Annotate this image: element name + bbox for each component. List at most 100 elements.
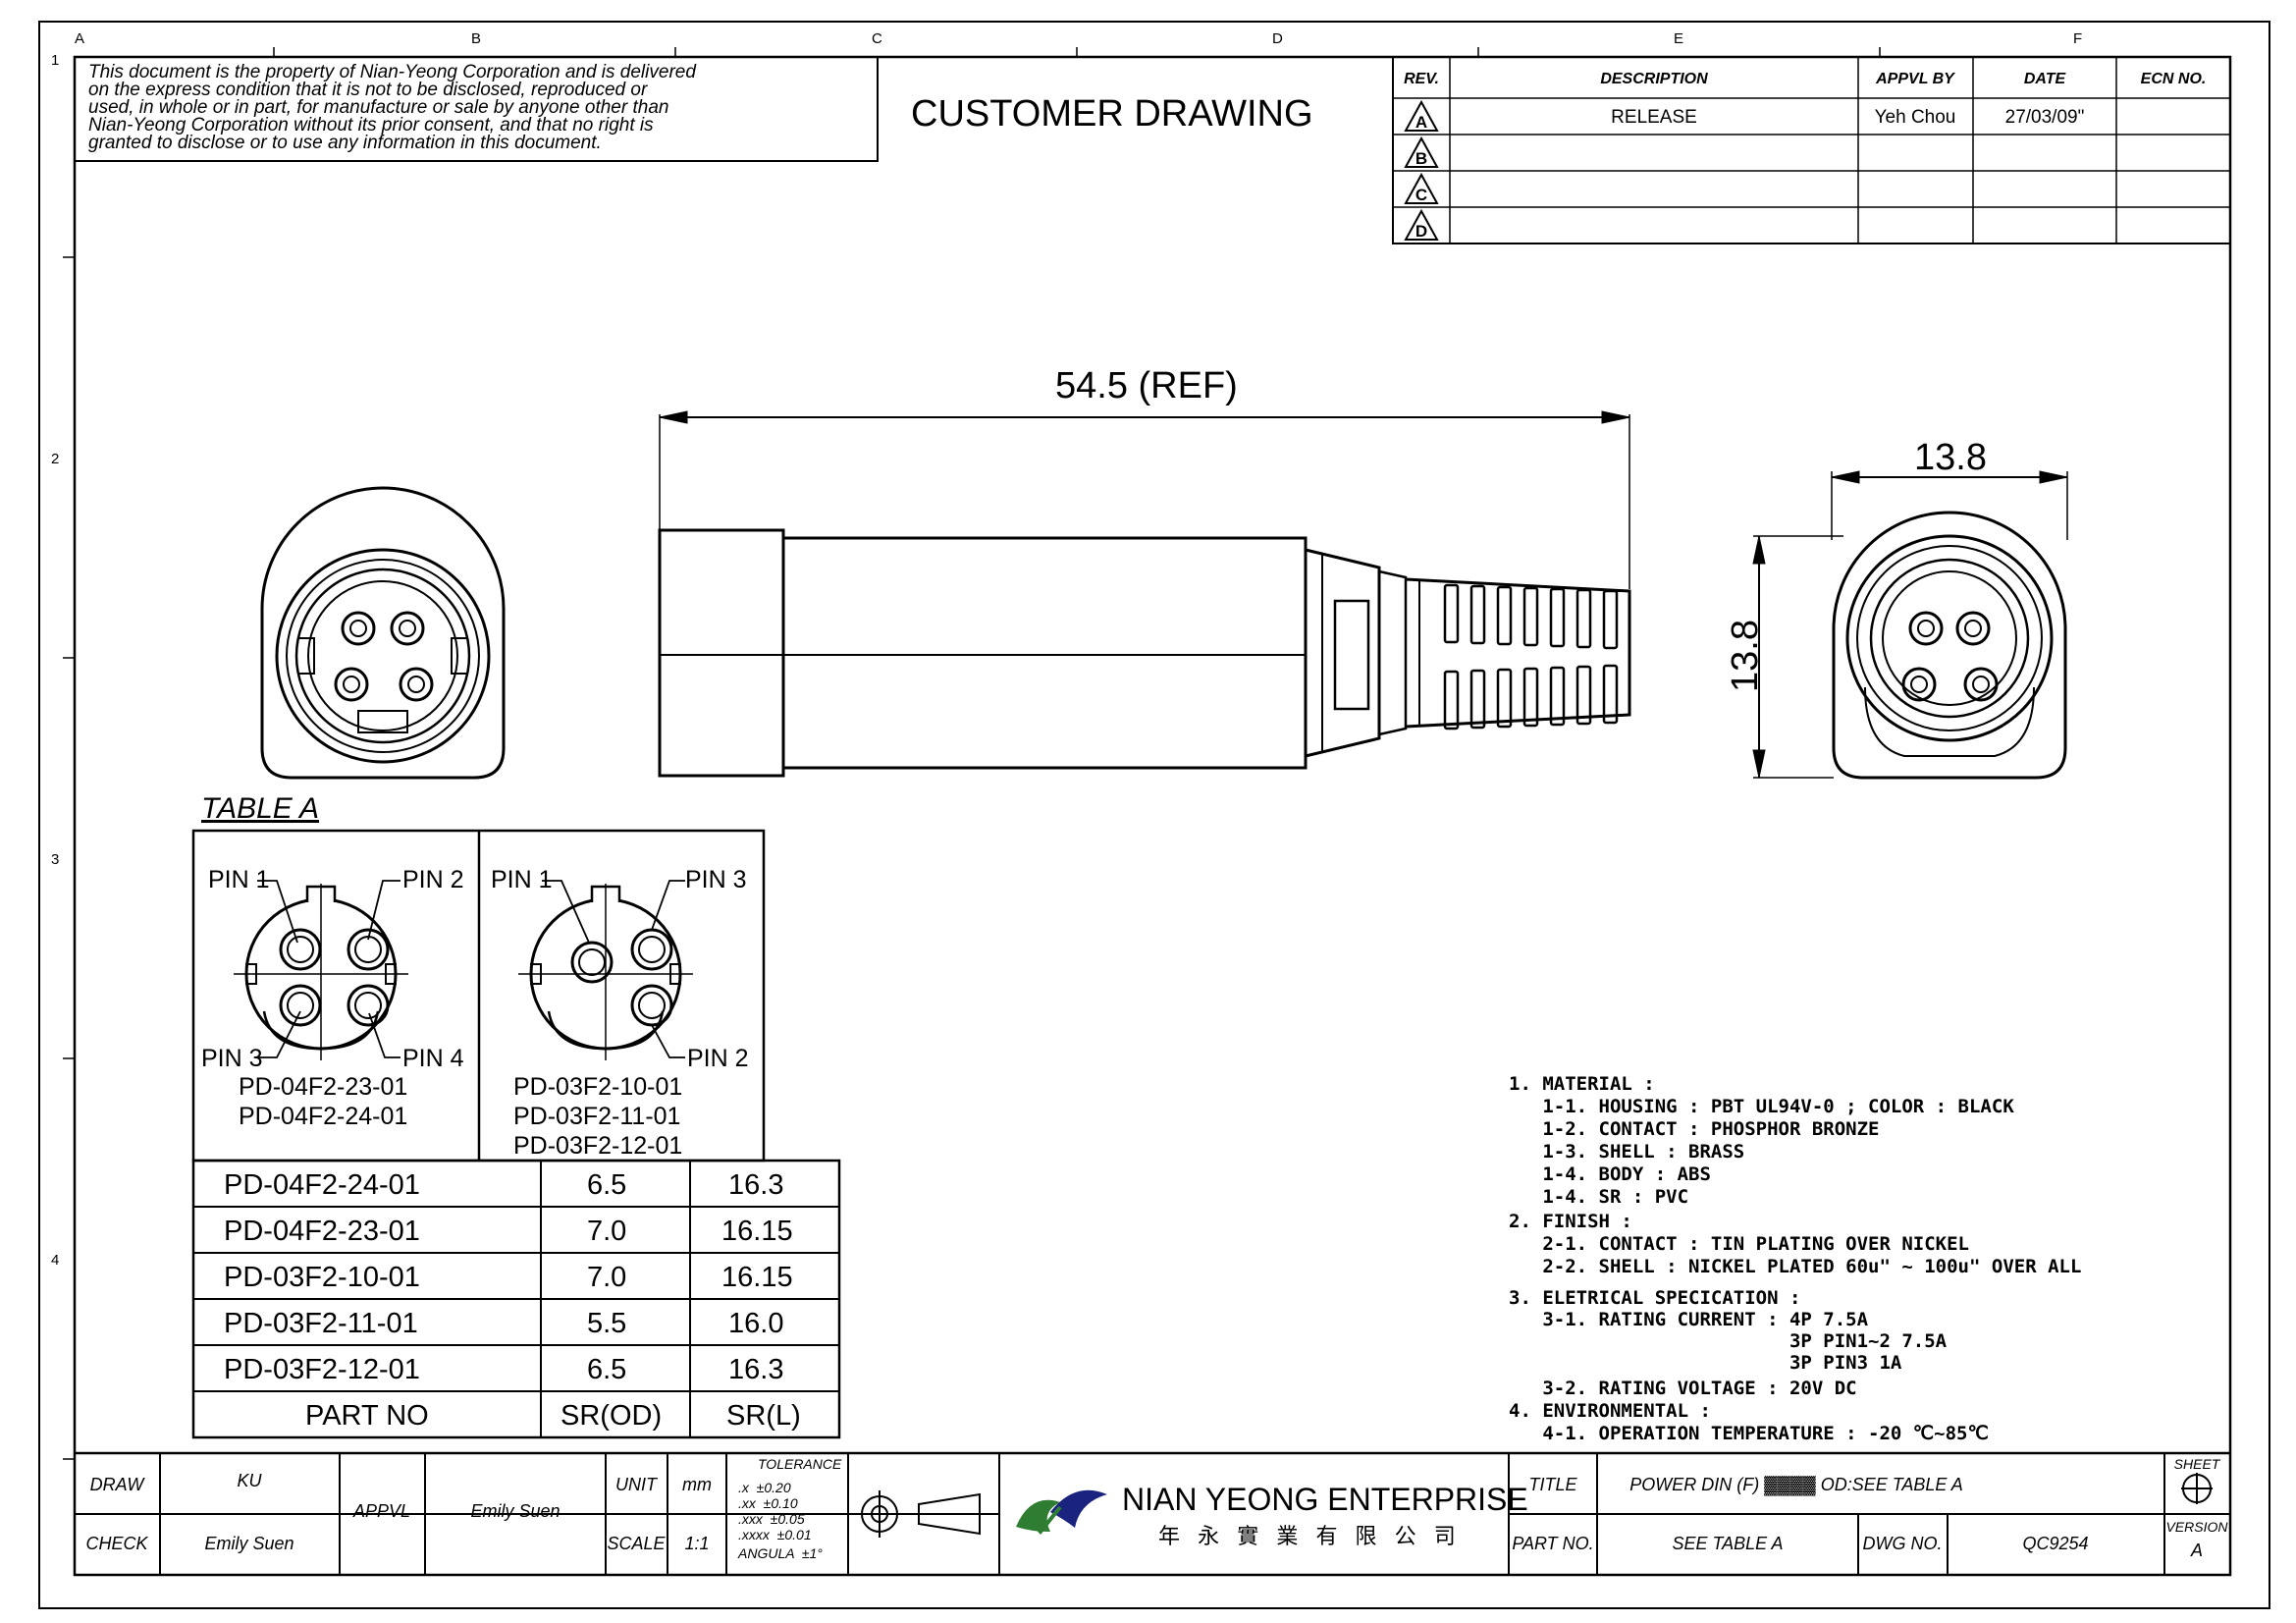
table-row-4-l: 16.0 bbox=[728, 1308, 783, 1339]
svg-text:4. ENVIRONMENTAL :: 4. ENVIRONMENTAL : bbox=[1509, 1400, 1711, 1422]
description-header: DESCRIPTION bbox=[1600, 71, 1708, 87]
dwg-no-value: QC9254 bbox=[2022, 1534, 2088, 1553]
svg-text:4-1. OPERATION TEMPERATURE : -: 4-1. OPERATION TEMPERATURE : -20 ℃~85℃ bbox=[1509, 1423, 1989, 1444]
title-value: POWER DIN (F) ▓▓▓▓ OD:SEE TABLE A bbox=[1629, 1475, 1963, 1496]
svg-text:1-1. HOUSING : PBT UL94V-0 ; C: 1-1. HOUSING : PBT UL94V-0 ; COLOR : BLA… bbox=[1509, 1096, 2014, 1117]
pin-3-label: PIN 3 bbox=[201, 1045, 263, 1072]
appvl-label: APPVL bbox=[352, 1501, 410, 1521]
rev-a-marker: A bbox=[1415, 113, 1427, 132]
table-row-3-l: 16.15 bbox=[721, 1262, 793, 1293]
table-footer-part-no: PART NO bbox=[305, 1400, 429, 1432]
col-label-e: E bbox=[1674, 30, 1683, 47]
inner-border bbox=[73, 55, 2232, 1577]
pinout-3p-part-2: PD-03F2-11-01 bbox=[513, 1103, 680, 1130]
part-no-value: SEE TABLE A bbox=[1672, 1534, 1783, 1553]
svg-text:1-4. BODY : ABS: 1-4. BODY : ABS bbox=[1509, 1163, 1711, 1185]
svg-text:.x ±0.20: .x ±0.20 bbox=[738, 1480, 791, 1495]
connector-front-view-left bbox=[260, 486, 506, 780]
row-label-1: 1 bbox=[51, 52, 59, 69]
table-row-4-part: PD-03F2-11-01 bbox=[224, 1308, 418, 1339]
connector-front-view-right bbox=[1752, 470, 2068, 780]
pinout-3p-part-1: PD-03F2-10-01 bbox=[513, 1073, 682, 1101]
pinout-4p-part-1: PD-04F2-23-01 bbox=[239, 1073, 407, 1101]
connector-side-view bbox=[658, 410, 1631, 778]
version-value: A bbox=[2190, 1541, 2203, 1560]
svg-text:.xx ±0.10: .xx ±0.10 bbox=[738, 1495, 798, 1511]
col-label-a: A bbox=[75, 30, 84, 47]
tolerance-title: TOLERANCE bbox=[758, 1456, 842, 1472]
svg-text:1-4. SR : PVC: 1-4. SR : PVC bbox=[1509, 1186, 1688, 1208]
company-name: NIAN YEONG ENTERPRISE bbox=[1122, 1482, 1528, 1517]
col-label-d: D bbox=[1272, 30, 1283, 47]
table-row-5-od: 6.5 bbox=[587, 1354, 626, 1385]
table-a-data-grid bbox=[191, 1159, 841, 1439]
length-dimension-label: 54.5 (REF) bbox=[1055, 365, 1238, 406]
svg-text:3P PIN1~2 7.5A: 3P PIN1~2 7.5A bbox=[1509, 1330, 1948, 1352]
row-label-2: 2 bbox=[51, 451, 59, 467]
rev-a-appvl-by: Yeh Chou bbox=[1875, 107, 1956, 128]
table-row-3-part: PD-03F2-10-01 bbox=[224, 1262, 420, 1293]
rev-d-marker: D bbox=[1415, 222, 1427, 241]
svg-text:Nian-Yeong Corporation without: Nian-Yeong Corporation without its prior… bbox=[88, 115, 654, 135]
rev-c-marker: C bbox=[1415, 186, 1427, 204]
svg-text:2. FINISH :: 2. FINISH : bbox=[1509, 1211, 1632, 1232]
draw-label: DRAW bbox=[90, 1475, 146, 1494]
title-block bbox=[75, 1451, 2230, 1575]
pinout-3p-labels: PIN 1 PIN 3 PIN 2 PD-03F2-10-01 PD-03F2-… bbox=[491, 866, 749, 1160]
width-dimension-label: 13.8 bbox=[1914, 437, 1987, 478]
height-dimension-label: 13.8 bbox=[1725, 620, 1766, 692]
outer-border bbox=[38, 21, 2270, 1609]
table-a-title: TABLE A bbox=[201, 792, 319, 825]
row-label-3: 3 bbox=[51, 851, 59, 868]
title-block-fields: DRAW KU CHECK Emily Suen APPVL Emily Sue… bbox=[85, 1456, 2228, 1560]
svg-text:1-3. SHELL : BRASS: 1-3. SHELL : BRASS bbox=[1509, 1141, 1744, 1163]
svg-text:3-2. RATING VOLTAGE : 20V DC: 3-2. RATING VOLTAGE : 20V DC bbox=[1509, 1378, 1857, 1399]
check-value: Emily Suen bbox=[204, 1534, 294, 1553]
svg-text:1. MATERIAL :: 1. MATERIAL : bbox=[1509, 1073, 1655, 1095]
disclaimer-box bbox=[74, 56, 879, 162]
rev-a-date: 27/03/09" bbox=[2005, 107, 2085, 128]
col-label-f: F bbox=[2073, 30, 2082, 47]
ecn-header: ECN NO. bbox=[2141, 71, 2207, 87]
svg-text:1-2. CONTACT : PHOSPHOR BRONZE: 1-2. CONTACT : PHOSPHOR BRONZE bbox=[1509, 1118, 1880, 1140]
draw-value: KU bbox=[237, 1471, 262, 1490]
specification-notes: 1. MATERIAL : 1-1. HOUSING : PBT UL94V-0… bbox=[1509, 1073, 2081, 1444]
scale-label: SCALE bbox=[607, 1534, 666, 1553]
pin-1-label-3p: PIN 1 bbox=[491, 866, 553, 893]
table-footer-sr-od: SR(OD) bbox=[561, 1400, 662, 1432]
pinout-4p-part-2: PD-04F2-24-01 bbox=[239, 1103, 407, 1130]
row-zone-markers bbox=[63, 256, 75, 1460]
table-row-5-l: 16.3 bbox=[728, 1354, 783, 1385]
appvl-by-header: APPVL BY bbox=[1875, 71, 1955, 87]
table-a-rows: PD-04F2-24-01 6.5 16.3 PD-04F2-23-01 7.0… bbox=[224, 1169, 801, 1432]
sheet-label: SHEET bbox=[2174, 1456, 2221, 1472]
disclaimer-text: This document is the property of Nian-Ye… bbox=[88, 62, 697, 153]
table-row-2-part: PD-04F2-23-01 bbox=[224, 1216, 420, 1247]
third-angle-projection-icon bbox=[856, 1490, 986, 1538]
company-name-chinese: 年 永 實 業 有 限 公 司 bbox=[1158, 1524, 1462, 1548]
pinout-3p-diagram bbox=[518, 880, 693, 1060]
pinout-4p-diagram bbox=[234, 880, 408, 1060]
table-row-1-part: PD-04F2-24-01 bbox=[224, 1169, 420, 1201]
pin-2-label-3p: PIN 2 bbox=[687, 1045, 749, 1072]
pin-4-label: PIN 4 bbox=[402, 1045, 464, 1072]
svg-text:on the express condition that: on the express condition that it is not … bbox=[88, 80, 648, 100]
rev-header: REV. bbox=[1404, 71, 1439, 87]
column-zone-markers bbox=[273, 47, 1881, 57]
svg-text:2-2. SHELL : NICKEL PLATED 60u: 2-2. SHELL : NICKEL PLATED 60u" ~ 100u" … bbox=[1509, 1256, 2081, 1277]
table-row-2-l: 16.15 bbox=[721, 1216, 793, 1247]
title-label: TITLE bbox=[1528, 1475, 1577, 1494]
table-footer-sr-l: SR(L) bbox=[726, 1400, 801, 1432]
pinout-4p-labels: PIN 1 PIN 2 PIN 3 PIN 4 PD-04F2-23-01 PD… bbox=[201, 866, 464, 1130]
rev-a-description: RELEASE bbox=[1611, 107, 1697, 128]
table-row-5-part: PD-03F2-12-01 bbox=[224, 1354, 420, 1385]
pinout-3p-part-3: PD-03F2-12-01 bbox=[513, 1132, 682, 1160]
table-row-1-l: 16.3 bbox=[728, 1169, 783, 1201]
svg-text:ANGULA ±1°: ANGULA ±1° bbox=[737, 1545, 823, 1561]
col-label-b: B bbox=[471, 30, 481, 47]
svg-text:3P PIN3 1A: 3P PIN3 1A bbox=[1509, 1352, 1902, 1374]
pin-3-label-3p: PIN 3 bbox=[685, 866, 747, 893]
svg-text:used, in whole or in part, for: used, in whole or in part, for manufactu… bbox=[88, 97, 668, 118]
table-row-3-od: 7.0 bbox=[587, 1262, 626, 1293]
